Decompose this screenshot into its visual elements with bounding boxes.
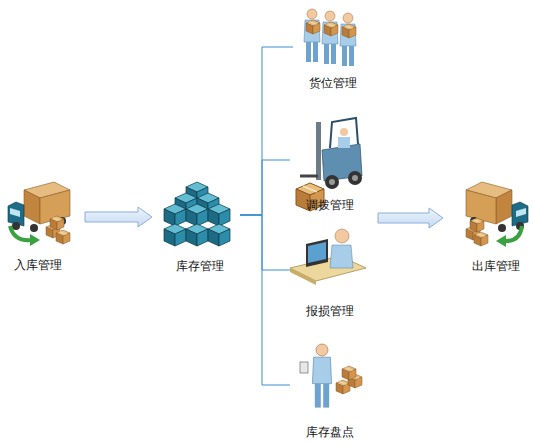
- cube-icon: [164, 204, 186, 226]
- icon-node: 库存盘点: [290, 342, 370, 439]
- carton-icon: [342, 24, 356, 38]
- cube-icon: [208, 204, 230, 226]
- forklift-icon: [296, 118, 362, 211]
- flow-arrow: [378, 208, 443, 228]
- green-arrow: [10, 226, 32, 240]
- bracket-line: [240, 160, 290, 215]
- wheel-hub: [329, 179, 335, 185]
- carton-icon: [306, 20, 320, 34]
- cube-icon: [164, 224, 186, 246]
- node-label: 入库管理: [0, 258, 85, 272]
- carton-icon: [342, 366, 356, 380]
- person-icon: [304, 9, 320, 62]
- node-label: 报损管理: [280, 304, 380, 318]
- person-body: [330, 245, 353, 268]
- icon-node: 调拨管理: [290, 112, 370, 212]
- bracket-line: [240, 47, 293, 215]
- desk-edge: [290, 268, 316, 285]
- monitor-screen: [308, 242, 326, 263]
- person-icon: [312, 344, 331, 408]
- icon-node: 货位管理: [293, 5, 373, 90]
- bracket-line: [240, 215, 290, 385]
- icon-node: 入库管理: [0, 175, 75, 272]
- node-label: 调拨管理: [280, 198, 380, 212]
- wheel: [325, 175, 339, 189]
- person-icon: [322, 11, 338, 64]
- cube-icon: [186, 204, 208, 226]
- forklift-mast: [316, 122, 321, 180]
- green-arrow-head: [496, 235, 506, 247]
- bracket-line: [240, 215, 290, 270]
- carton-icon: [470, 218, 484, 232]
- forklift-fork: [300, 175, 318, 178]
- truck-icon: [466, 182, 528, 232]
- green-arrow-head: [30, 234, 40, 246]
- driver-head: [340, 128, 348, 136]
- icon-node: 报损管理: [290, 225, 370, 318]
- cube-icon: [208, 224, 230, 246]
- carton-icon: [50, 216, 64, 230]
- node-label: 库存管理: [150, 259, 250, 273]
- person-icon: [340, 13, 356, 66]
- node-label: 库存盘点: [280, 425, 380, 439]
- wheel-hub: [352, 175, 358, 181]
- forklift-frame: [330, 118, 358, 148]
- forklift-body: [322, 144, 362, 181]
- monitor: [306, 239, 328, 267]
- clipboard: [300, 362, 308, 373]
- truck-icon: [8, 182, 70, 232]
- icon-node: 库存管理: [160, 178, 240, 273]
- person-head: [335, 229, 349, 243]
- green-arrow: [504, 226, 522, 241]
- flow-arrow: [85, 207, 152, 227]
- cube-icon: [186, 224, 208, 246]
- driver-body: [338, 137, 350, 148]
- icon-node: 出库管理: [458, 178, 533, 273]
- carton-icon: [324, 22, 338, 36]
- carton-icon: [56, 230, 70, 244]
- node-label: 出库管理: [448, 259, 533, 273]
- desk-icon: [290, 229, 366, 285]
- carton-icon: [474, 232, 488, 246]
- wheel: [348, 171, 362, 185]
- node-label: 货位管理: [283, 76, 383, 90]
